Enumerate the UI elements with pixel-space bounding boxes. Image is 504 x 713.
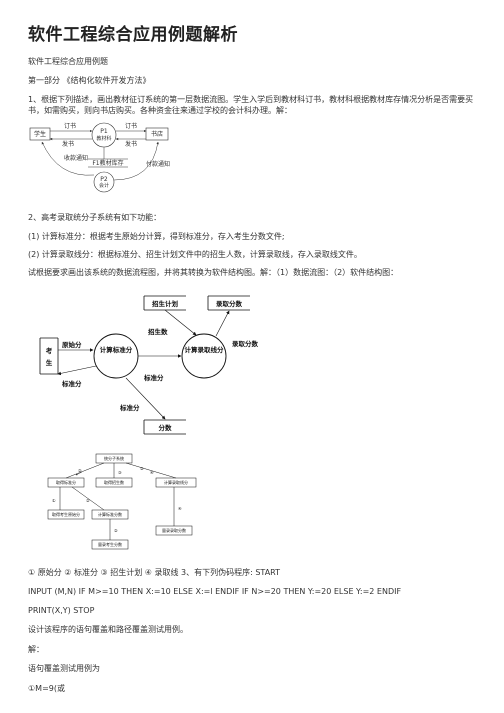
fee-notice-label: 收款通知 xyxy=(64,154,88,162)
process-p1 xyxy=(91,122,117,148)
dfd-textbook-system: 学生 书店 P1 教材科 P2 会计 F1教材库存 订书 发书 订书 发书 收款… xyxy=(29,122,170,193)
process-calc-std-label: 计算标准分 xyxy=(100,345,133,354)
cutoff-file-label: 录取分数 xyxy=(216,299,243,308)
statement-coverage: 语句覆盖测试用例为 xyxy=(28,664,100,673)
function-2: (2) 计算录取线分：根据标准分、招生计划文件中的招生人数，计算录取线，存入录取… xyxy=(28,250,362,259)
requirement-2: 试根据要求画出该系统的数据流程图，并将其转换为软件结构图。解：（1）数据流图：（… xyxy=(28,268,399,277)
student-entity xyxy=(29,127,51,141)
couple-1-label: ① xyxy=(52,498,56,503)
edge-root-calccut xyxy=(125,462,177,479)
process-calc-std xyxy=(93,333,139,379)
issue-left-label: 发书 xyxy=(62,140,74,148)
couple-2c-label: ② xyxy=(86,498,90,503)
edge-root-getstd xyxy=(65,462,105,479)
bookstore-label: 书店 xyxy=(151,130,163,138)
couple-2d-label: ② xyxy=(114,528,118,533)
flow-raw-label: 原始分 xyxy=(62,340,82,349)
node-read-raw-label: 取得考生原始分 xyxy=(52,511,80,517)
node-read-raw xyxy=(47,509,85,520)
structure-chart: 统分子系统 取得标准分 取得招生数 计算录取线分 取得考生原始分 计算标准分数 … xyxy=(47,453,197,550)
couple-2 xyxy=(75,471,83,476)
store-label: F1教材库存 xyxy=(92,159,123,167)
node-calc-std-label: 计算标准分数 xyxy=(98,511,122,517)
flow-std-to-cut-label: 标准分 xyxy=(143,373,164,382)
code-line-1: INPUT (M,N) IF M>=10 THEN X:=10 ELSE X:=… xyxy=(28,587,402,596)
examinee-label-1: 考 xyxy=(46,346,53,355)
node-get-plan-label: 取得招生数 xyxy=(104,479,124,485)
p2-id: P2 xyxy=(100,176,108,183)
student-label: 学生 xyxy=(34,130,46,138)
node-get-std-label: 取得标准分 xyxy=(56,479,76,485)
function-1: (1) 计算标准分：根据考生原始分计算，得到标准分，存入考生分数文件; xyxy=(28,232,285,241)
node-calc-cut-label: 计算录取线分 xyxy=(164,479,188,485)
p1-name: 教材科 xyxy=(96,135,111,142)
couple-4b-label: ④ xyxy=(178,506,182,511)
score-file-label: 分数 xyxy=(159,423,173,432)
code-line-2: PRINT(X,Y) STOP xyxy=(28,606,95,615)
couple-4-label: ④ xyxy=(150,470,154,475)
plan-file-label: 招生计划 xyxy=(152,299,179,308)
pay-notice-label: 付款通知 xyxy=(146,160,170,168)
examinee-label-2: 生 xyxy=(46,358,53,367)
order-right-label: 订书 xyxy=(125,122,137,130)
issue-right-label: 发书 xyxy=(125,140,137,148)
couple-2-label: ② xyxy=(78,468,82,473)
flow-std-to-file-label: 标准分 xyxy=(119,403,140,412)
couple-3-label: ③ xyxy=(118,470,122,475)
p1-id: P1 xyxy=(100,128,108,135)
process-p2 xyxy=(93,171,115,193)
couple-2b-label: ② xyxy=(140,466,144,471)
flow-std-back-label: 标准分 xyxy=(61,379,82,388)
bookstore-entity xyxy=(145,127,169,141)
node-write-cut-label: 量录录取分数 xyxy=(162,527,186,533)
flow-enroll xyxy=(164,309,197,336)
page-title: 软件工程综合应用例题解析 xyxy=(28,25,238,45)
edge-getstd-calcstd xyxy=(71,486,105,511)
process-calc-cut-label: 计算录取线分 xyxy=(185,345,225,354)
subtitle: 软件工程综合应用例题 xyxy=(28,57,108,66)
dfd-exam-system: 考 生 招生计划 录取分数 分数 计算标准分 计算录取线分 原始分 标准分 标准… xyxy=(39,295,259,435)
part-heading: 第一部分 《结构化软件开发方法》 xyxy=(28,76,151,85)
flow-std-to-file xyxy=(125,377,166,420)
q3-requirement: 设计该程序的语句覆盖和路径覆盖测试用例。 xyxy=(28,625,188,634)
question-1: 1、根据下列描述，画出教材征订系统的第一层数据流图。学生入学后到教材科订书，教材… xyxy=(28,95,474,115)
legend-and-q3: ① 原始分 ② 标准分 ③ 招生计划 ④ 录取线 3、有下列伪码程序: STAR… xyxy=(28,568,281,577)
flow-pay-notice xyxy=(113,141,159,181)
p2-name: 会计 xyxy=(99,182,109,189)
flow-std-back xyxy=(57,365,97,376)
process-calc-cut xyxy=(181,333,227,379)
question-2: 2、高考录取统分子系统有如下功能： xyxy=(28,213,162,222)
flow-cutoff-label: 录取分数 xyxy=(232,339,259,348)
flow-cutoff xyxy=(215,310,230,337)
order-left-label: 订书 xyxy=(64,122,76,130)
node-write-std-label: 量录考生分数 xyxy=(98,541,122,547)
flow-fee-notice xyxy=(41,141,95,176)
flow-enroll-label: 招生数 xyxy=(148,327,168,336)
answer-label: 解： xyxy=(28,645,44,654)
test-case-1: ①M=9(或 xyxy=(28,684,65,693)
node-root-label: 统分子系统 xyxy=(104,455,124,461)
